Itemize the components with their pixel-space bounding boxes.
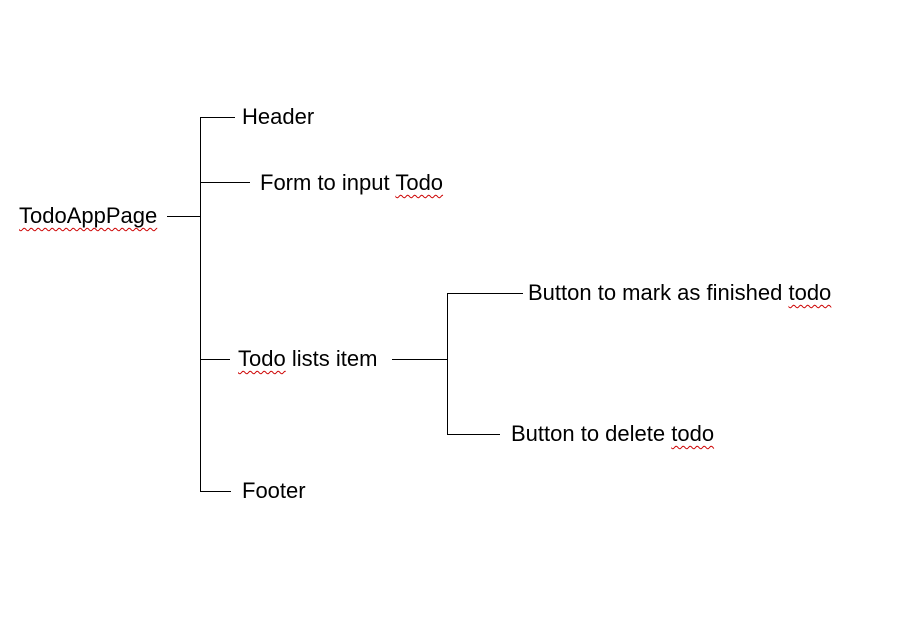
connector-subtree-vertical (447, 293, 448, 435)
connector-button-finished (447, 293, 523, 294)
node-button-finished-misspelled-part: todo (788, 280, 832, 305)
node-button-finished-label-part: Button to mark as finished (528, 280, 789, 305)
node-header: Header (242, 104, 314, 130)
node-todo-lists-misspelled-part: Todo (238, 346, 286, 371)
node-footer-label: Footer (242, 478, 306, 503)
node-button-delete-misspelled-part: todo (671, 421, 715, 446)
connector-trunk-vertical (200, 117, 201, 492)
node-form-label-part: Form to input (260, 170, 396, 195)
node-header-label: Header (242, 104, 315, 129)
node-button-mark-finished: Button to mark as finished todo (528, 280, 831, 306)
node-footer: Footer (242, 478, 306, 504)
connector-footer (200, 491, 231, 492)
connector-todo-lists-right (392, 359, 447, 360)
node-form-label-misspelled-part: Todo (395, 170, 444, 195)
connector-header (200, 117, 235, 118)
connector-todo-lists-left (200, 359, 230, 360)
connector-button-delete (447, 434, 500, 435)
connector-form (200, 182, 250, 183)
node-todoapppage-label: TodoAppPage (19, 203, 158, 228)
node-todo-lists-label-part: lists item (285, 346, 378, 371)
connector-root-to-trunk (167, 216, 200, 217)
node-button-delete-label-part: Button to delete (511, 421, 672, 446)
node-todo-lists-item: Todo lists item (238, 346, 377, 372)
node-todoapppage: TodoAppPage (19, 203, 157, 229)
node-form-to-input-todo: Form to input Todo (260, 170, 443, 196)
node-button-delete: Button to delete todo (511, 421, 714, 447)
